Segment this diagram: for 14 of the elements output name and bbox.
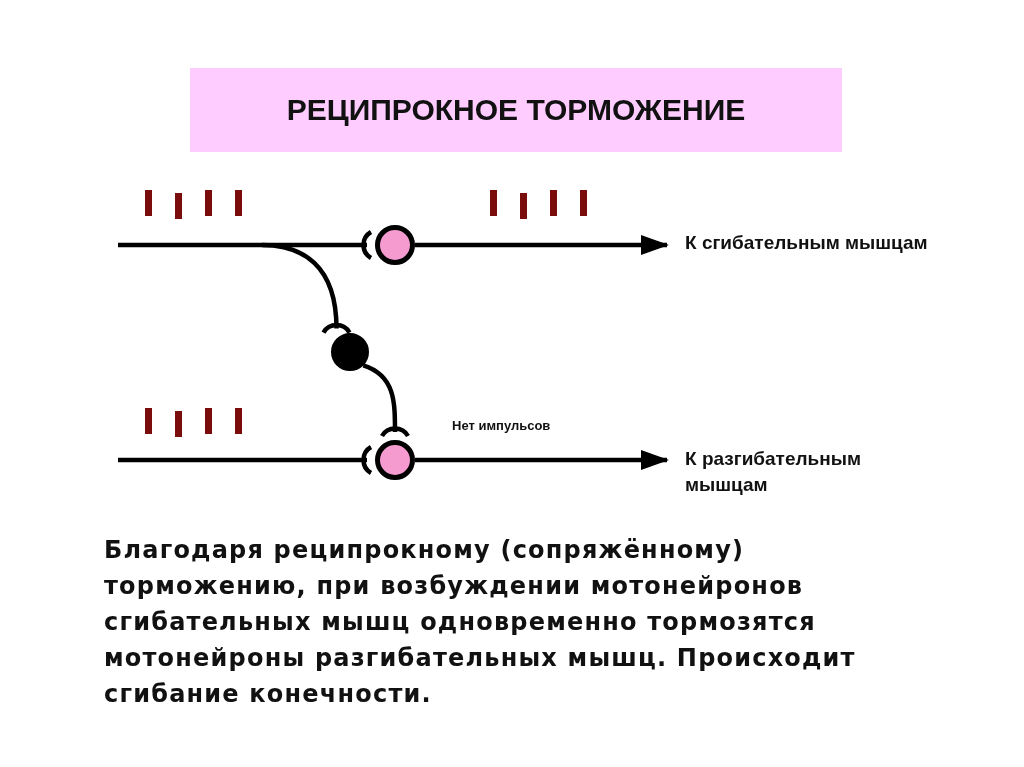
- edge-label: Нет импульсов: [450, 418, 553, 433]
- synapse-fiber: [261, 242, 352, 336]
- caption: Благодаря реципрокному (сопряжённому) торможению, при возбуждении мотонейронов сгибательных мышц одновременно тормозятся мотонейроны разгибательных мышц. Происходит сгибание конечности.: [104, 535, 857, 710]
- title-banner: РЕЦИПРОКНОЕ ТОРМОЖЕНИЕ: [190, 68, 842, 152]
- motor-neuron: [375, 225, 415, 265]
- axon-arrow: [415, 450, 669, 470]
- axon-arrow: [415, 235, 669, 255]
- inhibitory-neuron: [331, 333, 369, 371]
- motor-neuron: [375, 440, 415, 480]
- target-label: К сгибательным мышцам: [685, 230, 935, 256]
- synapse-fiber: [362, 363, 411, 439]
- synapse-fiber: [118, 444, 374, 476]
- target-label: К разгибательным мышцам: [685, 446, 935, 498]
- synapse-fiber: [118, 229, 374, 261]
